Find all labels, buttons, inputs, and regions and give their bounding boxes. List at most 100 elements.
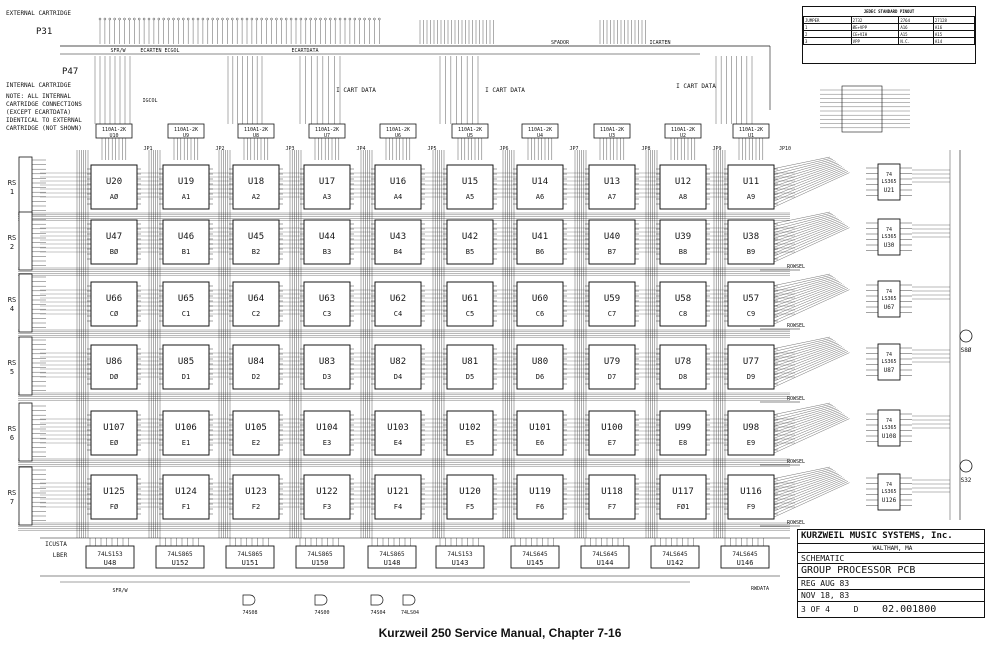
- logic-gate: 74S04: [370, 594, 386, 616]
- fan-wire: [771, 418, 850, 455]
- chip-body: [162, 219, 210, 265]
- fan-wire: [771, 217, 838, 240]
- pin-pad: [113, 17, 116, 21]
- fan-wire: [771, 273, 831, 287]
- pin-pad: [324, 17, 327, 21]
- decoder-body: [877, 343, 901, 381]
- fan-wire: [771, 344, 840, 368]
- pin-pad: [186, 17, 190, 21]
- pin-pad: [157, 17, 161, 21]
- fan-wire: [771, 225, 847, 258]
- decoder-type: LS365: [881, 425, 896, 431]
- chip-ref: U144: [597, 559, 614, 567]
- rowsel-label: ROWSEL: [787, 323, 805, 329]
- pinout-cell: 2732: [850, 16, 900, 24]
- decoder-type: 74: [886, 289, 892, 295]
- pin-pad: [240, 17, 244, 21]
- socket-body: [167, 123, 205, 139]
- gate-body: [314, 594, 328, 606]
- fan-wire: [771, 469, 834, 486]
- pin-pad: [363, 17, 366, 21]
- chip-position: F2: [252, 503, 260, 511]
- chip-ref: U104: [316, 423, 338, 433]
- chip-type: 74LS865: [167, 551, 193, 558]
- chip-type: 74LS645: [592, 551, 618, 558]
- chip-position: C3: [323, 310, 331, 318]
- chip-ref: U151: [242, 559, 259, 567]
- chip-body: [516, 344, 564, 390]
- connector-number: 6: [10, 434, 14, 442]
- signal-label: I CART DATA: [485, 87, 525, 94]
- socket-body: [308, 123, 346, 139]
- schematic-drawing: U20AØU19A1U18A2U17A3U16A4U15A5U14A6U13A7…: [8, 17, 973, 616]
- fan-wire: [771, 414, 846, 446]
- pin-pad: [319, 17, 322, 21]
- fan-wire: [771, 279, 838, 302]
- fan-wire: [771, 170, 847, 203]
- chip-body: [374, 344, 422, 390]
- fan-wire: [771, 338, 832, 353]
- jumper-label: JP2: [215, 146, 224, 152]
- chip-ref: U13: [604, 177, 620, 187]
- fan-wire: [771, 472, 838, 495]
- fan-wire: [771, 348, 846, 380]
- chip-position: D2: [252, 373, 260, 381]
- pin-pad: [147, 17, 151, 21]
- pin-pad: [348, 17, 352, 21]
- fan-wire: [771, 277, 835, 296]
- chip-type: 74LS645: [732, 551, 758, 558]
- decoder-ref: U87: [884, 367, 895, 374]
- pin-pad: [280, 17, 283, 21]
- chip-ref: U106: [175, 423, 197, 433]
- fan-wire: [771, 168, 846, 200]
- chip-position: D5: [466, 373, 474, 381]
- chip-body: [659, 474, 707, 520]
- chip-ref: U150: [312, 559, 329, 567]
- pin-pad: [172, 17, 175, 21]
- fan-wire: [771, 227, 850, 264]
- chip-ref: U82: [390, 357, 406, 367]
- socket-type: 110A1-2K: [528, 127, 552, 133]
- fan-wire: [771, 411, 841, 437]
- connector-name: RS: [8, 425, 16, 433]
- gate-body: [242, 594, 256, 606]
- connector-number: 1: [10, 188, 14, 196]
- chip-position: A2: [252, 193, 260, 201]
- chip-body: [446, 410, 494, 456]
- connector-number: 4: [10, 305, 14, 313]
- decoder-type: 74: [886, 172, 892, 178]
- jumper-label: JP10: [779, 146, 791, 152]
- signal-label: ICUSTA: [45, 541, 67, 548]
- pin-pad: [98, 17, 102, 21]
- pinout-cell: N.C.: [898, 37, 934, 45]
- drawing-type: SCHEMATIC: [798, 553, 984, 564]
- signal-label: I CART DATA: [336, 87, 376, 94]
- chip-body: [659, 344, 707, 390]
- decoder-type: LS365: [881, 296, 896, 302]
- chip-position: EØ: [110, 439, 119, 447]
- signal-label: ECARTDATA: [291, 48, 318, 54]
- pin-pad: [338, 17, 342, 21]
- pin-pad: [235, 17, 239, 21]
- chip-ref: U145: [527, 559, 544, 567]
- fan-wire: [771, 347, 844, 377]
- chip-body: [588, 474, 636, 520]
- fan-wire: [771, 336, 831, 350]
- chip-position: A7: [608, 193, 616, 201]
- drawn-by: REG AUG 83: [798, 578, 984, 590]
- connector-body: [18, 211, 33, 271]
